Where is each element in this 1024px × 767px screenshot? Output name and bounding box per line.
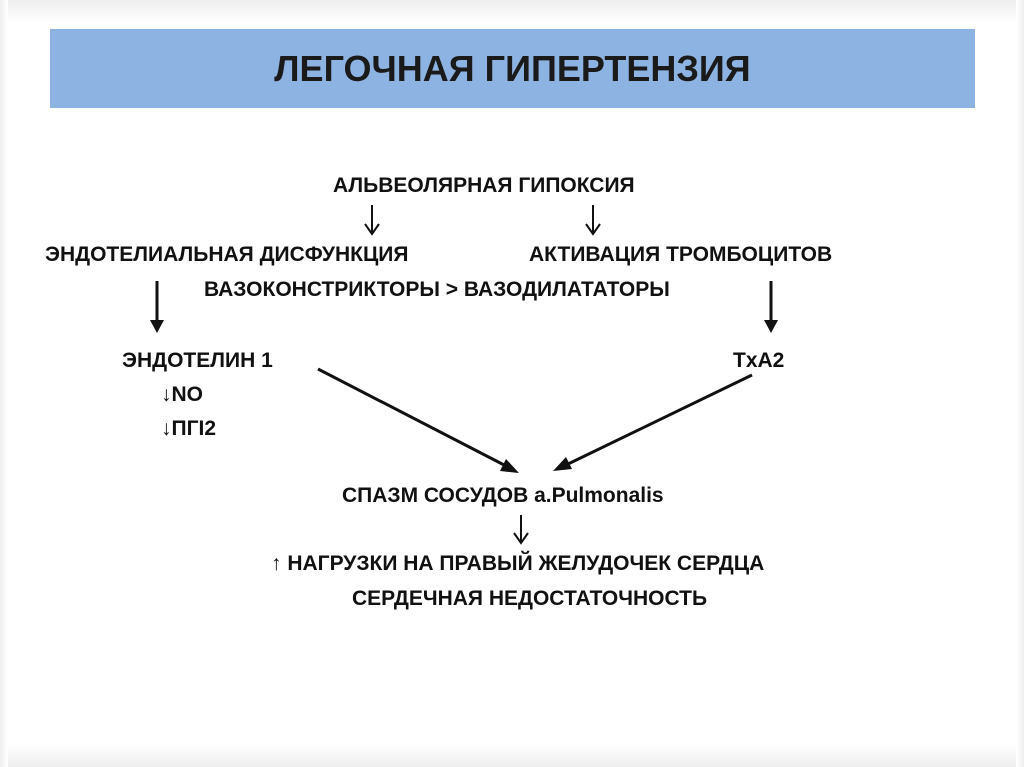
arrow-endothelin-to-spasm [317,367,519,473]
node-heart-failure: СЕРДЕЧНАЯ НЕДОСТАТОЧНОСТЬ [352,587,708,610]
arrow-dysfunction-to-endothelin [150,281,164,333]
slide-frame-left [0,0,8,767]
node-platelet-activation: АКТИВАЦИЯ ТРОМБОЦИТОВ [529,243,833,266]
node-endothelin: ЭНДОТЕЛИН 1 [122,349,273,372]
node-txa2: TxA2 [733,349,785,372]
node-vessel-spasm: СПАЗМ СОСУДОВ a.Pulmonalis [342,484,664,507]
node-pgi2-decrease: ↓ПГI2 [161,417,217,440]
node-right-ventricle-load: ↑ НАГРУЗКИ НА ПРАВЫЙ ЖЕЛУДОЧЕК СЕРДЦА [271,552,765,575]
arrow-hypoxia-to-platelets [585,205,601,236]
slide-title: ЛЕГОЧНАЯ ГИПЕРТЕНЗИЯ [274,48,751,89]
title-bar [50,29,975,108]
slide-frame-bottom [0,745,1024,767]
slide-frame-top [0,0,1024,22]
arrow-platelets-to-txa2 [764,281,778,333]
arrow-hypoxia-to-dysfunction [364,205,380,236]
node-alveolar-hypoxia: АЛЬВЕОЛЯРНАЯ ГИПОКСИЯ [333,174,635,197]
slide-frame-right [1016,0,1024,767]
arrow-spasm-to-load [513,515,529,545]
node-vasoconstrictors: ВАЗОКОНСТРИКТОРЫ > ВАЗОДИЛАТАТОРЫ [204,278,670,301]
node-no-decrease: ↓NO [161,383,203,406]
arrow-txa2-to-spasm [553,373,753,471]
node-endothelial-dysfunction: ЭНДОТЕЛИАЛЬНАЯ ДИСФУНКЦИЯ [45,243,409,266]
